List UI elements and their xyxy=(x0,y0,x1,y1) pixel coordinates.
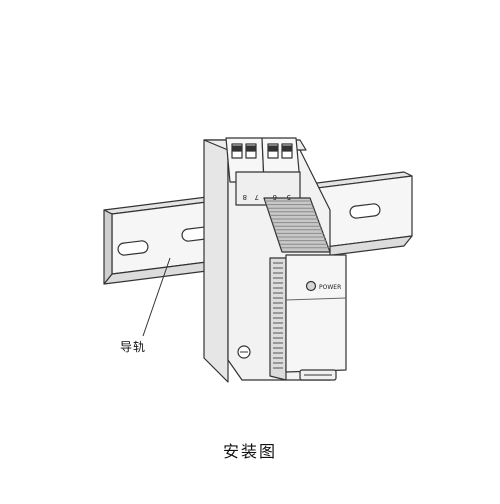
rail-slot xyxy=(117,240,149,256)
rail-label: 导轨 xyxy=(120,340,147,354)
terminal-number: 6 xyxy=(272,193,277,201)
terminal-number: 8 xyxy=(243,193,247,201)
figure-caption: 安装图 xyxy=(222,442,277,461)
power-label: POWER xyxy=(319,284,341,291)
terminal-number: 5 xyxy=(287,193,291,201)
rail-leader-line xyxy=(142,257,171,337)
terminal-number: 7 xyxy=(255,193,259,201)
rail-slot xyxy=(349,203,381,219)
front-panel xyxy=(285,254,347,373)
vent-ribs xyxy=(263,197,331,253)
module: POWER 8 7 6 5 xyxy=(203,137,347,383)
power-led-icon xyxy=(305,280,317,292)
